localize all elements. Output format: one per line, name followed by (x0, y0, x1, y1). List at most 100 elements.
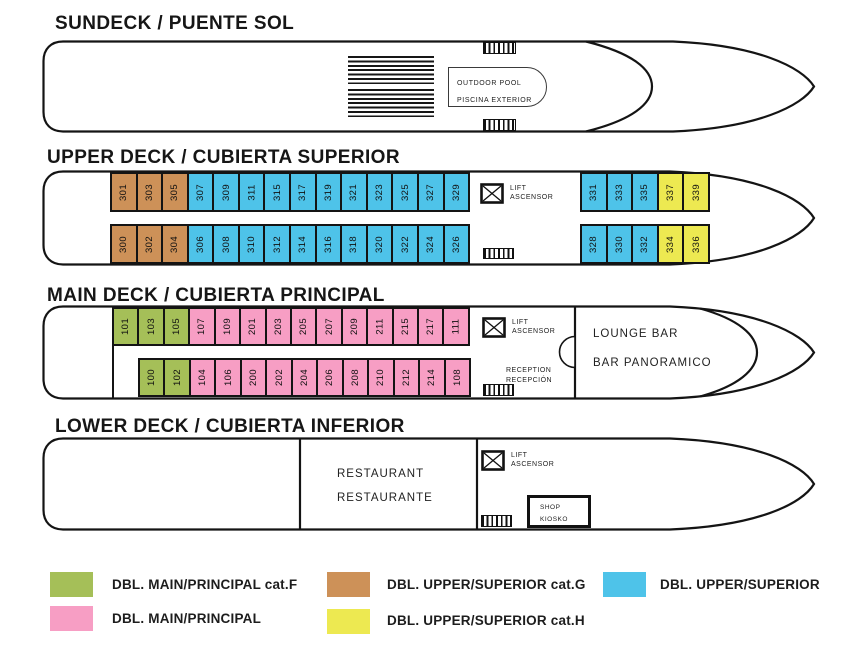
cabin-315: 315 (263, 172, 292, 212)
cabin-number: 302 (143, 235, 155, 253)
cabin-319: 319 (314, 172, 343, 212)
lift-icon (482, 317, 506, 338)
cabin-101: 101 (112, 307, 140, 346)
lift-icon (480, 183, 504, 204)
cabin-number: 334 (665, 235, 677, 253)
cabin-336: 336 (682, 224, 710, 264)
lounge-bar-label-en: LOUNGE BAR (593, 328, 679, 340)
cabin-335: 335 (631, 172, 659, 212)
cabin-312: 312 (263, 224, 292, 264)
cabin-number: 322 (399, 235, 411, 253)
cabin-number: 214 (426, 368, 438, 387)
cabin-316: 316 (314, 224, 343, 264)
upper-deck-title: UPPER DECK / CUBIERTA SUPERIOR (47, 147, 400, 168)
legend-label: DBL. UPPER/SUPERIOR (660, 577, 820, 592)
cabin-number: 203 (272, 317, 284, 336)
cabin-107: 107 (188, 307, 216, 346)
cabin-number: 328 (588, 235, 600, 253)
cabin-103: 103 (137, 307, 165, 346)
lift-lower: LIFT ASCENSOR (481, 450, 554, 471)
cabin-number: 303 (143, 183, 155, 201)
cabin-number: 205 (298, 317, 310, 336)
cabin-105: 105 (162, 307, 191, 346)
cabin-number: 209 (349, 317, 360, 336)
legend-swatch-brown (327, 572, 370, 597)
cabin-number: 316 (322, 235, 334, 253)
cabin-303: 303 (135, 172, 164, 212)
cabin-number: 305 (169, 183, 181, 201)
cabin-number: 329 (450, 183, 462, 201)
cabin-304: 304 (161, 224, 189, 264)
cabin-number: 301 (118, 183, 130, 201)
sundeck-title: SUNDECK / PUENTE SOL (55, 13, 295, 34)
cabin-106: 106 (214, 358, 242, 397)
upper-cabin-row-bottom-right: 328 330 332 334 336 (580, 224, 710, 264)
shop-label-es: KIOSKO (540, 516, 568, 523)
cabin-332: 332 (631, 224, 659, 264)
cabin-number: 215 (399, 317, 411, 336)
cabin-number: 336 (690, 235, 702, 253)
stairs-icon (483, 119, 516, 131)
cabin-number: 325 (399, 183, 411, 201)
legend-swatch-yellow (327, 609, 370, 634)
cabin-209: 209 (340, 307, 369, 346)
lift-main: LIFT ASCENSOR (482, 317, 555, 338)
cabin-number: 204 (299, 368, 311, 387)
lower-deck-hull (42, 437, 816, 531)
cabin-number: 108 (451, 368, 463, 387)
cabin-number: 107 (196, 317, 208, 336)
cabin-102: 102 (163, 358, 191, 397)
sundeck-hull (42, 40, 816, 133)
cabin-311: 311 (237, 172, 266, 212)
legend-label: DBL. MAIN/PRINCIPAL cat.F (112, 577, 298, 592)
lift-label: LIFT ASCENSOR (511, 452, 555, 468)
cabin-number: 331 (588, 183, 600, 201)
cabin-100: 100 (138, 358, 166, 397)
cabin-number: 104 (197, 368, 209, 387)
lounge-door-arc (558, 335, 576, 369)
cabin-308: 308 (212, 224, 240, 264)
cabin-number: 339 (690, 183, 702, 201)
stairs-icon (483, 42, 516, 54)
cabin-300: 300 (110, 224, 138, 264)
cabin-327: 327 (416, 172, 445, 212)
cabin-333: 333 (605, 172, 634, 212)
cabin-210: 210 (367, 358, 395, 397)
cabin-number: 211 (374, 318, 386, 335)
stairs-icon (481, 515, 512, 527)
cabin-number: 311 (246, 183, 258, 201)
cabin-111: 111 (442, 307, 470, 346)
cabin-331: 331 (580, 172, 608, 212)
cabin-number: 212 (400, 368, 412, 387)
stairs-icon (483, 384, 514, 396)
cabin-104: 104 (188, 358, 217, 397)
pool-label-en: OUTDOOR POOL (457, 80, 522, 87)
cabin-number: 200 (248, 368, 260, 387)
restaurant-label-en: RESTAURANT (337, 468, 425, 480)
legend-swatch-pink (50, 606, 93, 631)
cabin-number: 100 (146, 368, 158, 387)
lift-upper: LIFT ASCENSOR (480, 183, 553, 204)
cabin-302: 302 (135, 224, 164, 264)
cabin-323: 323 (365, 172, 394, 212)
cabin-number: 318 (348, 235, 360, 253)
sundeck-inner-bow-line (585, 40, 654, 133)
lift-icon (481, 450, 505, 471)
cabin-number: 333 (613, 183, 625, 201)
cabin-number: 330 (613, 235, 625, 253)
legend-label: DBL. UPPER/SUPERIOR cat.H (387, 613, 585, 628)
cabin-number: 109 (221, 317, 233, 336)
cabin-215: 215 (391, 307, 420, 346)
cabin-number: 323 (374, 183, 386, 201)
cabin-326: 326 (442, 224, 471, 264)
cabin-201: 201 (239, 307, 267, 346)
cabin-number: 208 (349, 368, 361, 387)
cabin-309: 309 (212, 172, 240, 212)
cabin-number: 105 (171, 317, 183, 336)
cabin-number: 306 (195, 235, 207, 253)
cabin-number: 320 (374, 235, 386, 253)
main-deck-title: MAIN DECK / CUBIERTA PRINCIPAL (47, 285, 385, 306)
